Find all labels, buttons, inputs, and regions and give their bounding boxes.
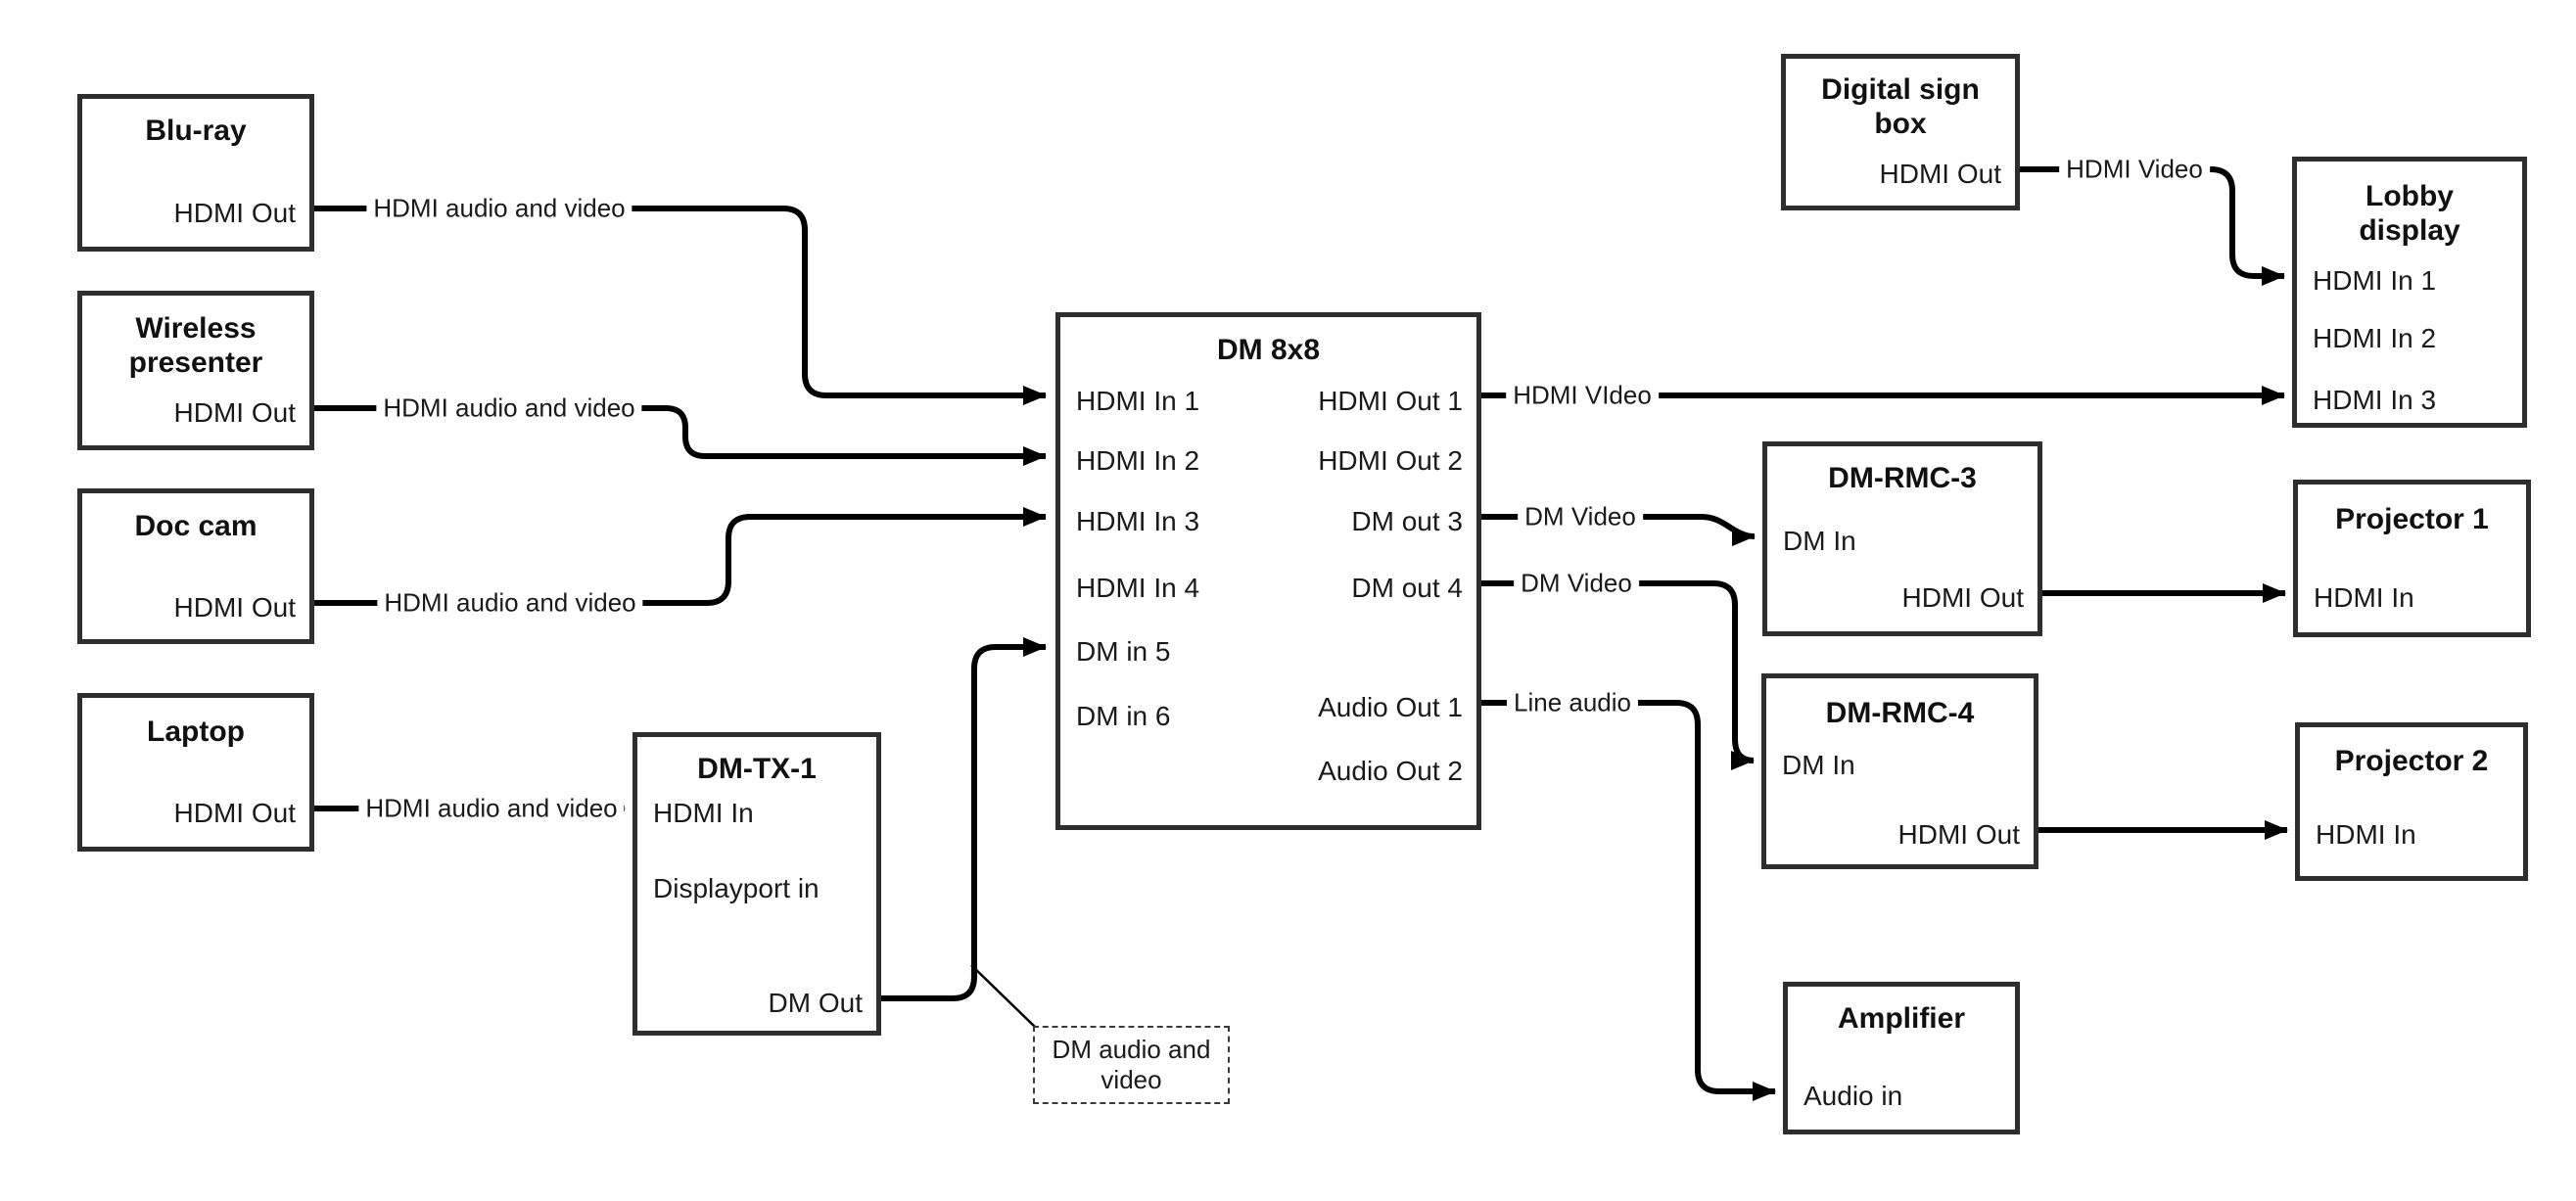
port-dm-in: DM In	[1782, 750, 1855, 780]
node-dm-8x8: DM 8x8 HDMI In 1 HDMI In 2 HDMI In 3 HDM…	[1055, 312, 1481, 830]
wire-label-dm-video-out3: DM Video	[1518, 500, 1643, 533]
node-bluray: Blu-ray HDMI Out	[77, 94, 314, 252]
port-hdmi-out: HDMI Out	[173, 798, 296, 828]
node-title: Wireless presenter	[128, 312, 263, 379]
wire-label-hdmi-audio-video: HDMI audio and video	[366, 192, 632, 225]
port-audio-out-1: Audio Out 1	[1318, 692, 1463, 722]
node-title: Digital sign box	[1821, 73, 1980, 140]
wire-digitalsign-to-lobby-in1	[2020, 166, 2285, 286]
node-projector-2: Projector 2 HDMI In	[2295, 722, 2528, 881]
node-doc-cam: Doc cam HDMI Out	[77, 488, 314, 644]
callout-text: DM audio and video	[1052, 1035, 1211, 1094]
port-hdmi-out: HDMI Out	[173, 592, 296, 623]
node-dm-rmc-3: DM-RMC-3 DM In HDMI Out	[1762, 441, 2042, 636]
wire-label-line-audio: Line audio	[1507, 686, 1638, 719]
wire-dm8x8-out3-to-rmc3	[1481, 514, 1756, 546]
node-title: Amplifier	[1837, 1002, 1966, 1035]
node-amplifier: Amplifier Audio in	[1783, 982, 2020, 1134]
port-dm-in-6: DM in 6	[1076, 701, 1171, 731]
wire-label-hdmi-video-out1: HDMI VIdeo	[1506, 379, 1659, 412]
wire-label-hdmi-audio-video: HDMI audio and video	[377, 586, 643, 620]
port-hdmi-in-1: HDMI In 1	[2313, 265, 2437, 296]
callout-leader-line	[970, 964, 1037, 1029]
port-hdmi-in-1: HDMI In 1	[1076, 386, 1200, 416]
node-projector-1: Projector 1 HDMI In	[2293, 480, 2531, 637]
wire-dm8x8-aout1-to-amplifier	[1481, 700, 1776, 1101]
port-displayport-in: Displayport in	[653, 873, 820, 903]
port-hdmi-out: HDMI Out	[1879, 159, 2001, 189]
port-hdmi-in-2: HDMI In 2	[2313, 323, 2437, 353]
port-hdmi-out: HDMI Out	[173, 198, 296, 228]
port-audio-out-2: Audio Out 2	[1318, 756, 1463, 786]
node-laptop: Laptop HDMI Out	[77, 693, 314, 852]
port-hdmi-in-4: HDMI In 4	[1076, 573, 1200, 603]
node-title: DM-RMC-3	[1828, 462, 1977, 494]
wire-dm8x8-out4-to-rmc4	[1481, 580, 1755, 770]
port-dm-in: DM In	[1783, 526, 1856, 556]
port-hdmi-in: HDMI In	[2314, 582, 2414, 613]
callout-dm-audio-video: DM audio and video	[1033, 1026, 1230, 1104]
port-hdmi-in-3: HDMI In 3	[1076, 506, 1200, 536]
wire-doccam-to-dm8x8-in3	[314, 507, 1047, 606]
port-hdmi-in-3: HDMI In 3	[2313, 385, 2437, 415]
wire-dmtx1-to-dm8x8-in5	[881, 637, 1047, 1001]
node-title: Laptop	[147, 716, 245, 748]
wire-label-dm-video-out4: DM Video	[1514, 567, 1639, 600]
node-title: DM-TX-1	[697, 753, 817, 785]
node-title: Lobby display	[2359, 180, 2460, 247]
node-dm-rmc-4: DM-RMC-4 DM In HDMI Out	[1761, 673, 2038, 869]
port-dm-in-5: DM in 5	[1076, 636, 1171, 667]
port-hdmi-in: HDMI In	[653, 798, 754, 828]
node-lobby-display: Lobby display HDMI In 1 HDMI In 2 HDMI I…	[2292, 157, 2527, 428]
port-dm-out-3: DM out 3	[1351, 506, 1463, 536]
node-title: Projector 2	[2334, 745, 2489, 777]
wire-label-hdmi-audio-video: HDMI audio and video	[358, 792, 625, 825]
node-title: DM-RMC-4	[1825, 697, 1975, 729]
port-hdmi-out: HDMI Out	[1897, 819, 2020, 850]
port-hdmi-in-2: HDMI In 2	[1076, 445, 1200, 476]
port-hdmi-out-2: HDMI Out 2	[1318, 445, 1463, 476]
wire-bluray-to-dm8x8-in1	[314, 206, 1047, 405]
wire-label-hdmi-audio-video: HDMI audio and video	[376, 392, 642, 425]
port-hdmi-out-1: HDMI Out 1	[1318, 386, 1463, 416]
node-title: Blu-ray	[145, 115, 247, 147]
node-title: DM 8x8	[1216, 334, 1321, 366]
wire-label-hdmi-video-sign: HDMI Video	[2059, 153, 2210, 186]
port-dm-out: DM Out	[768, 988, 863, 1018]
port-dm-out-4: DM out 4	[1351, 573, 1463, 603]
port-hdmi-in: HDMI In	[2316, 819, 2416, 850]
port-audio-in: Audio in	[1803, 1081, 1903, 1111]
node-digital-sign-box: Digital sign box HDMI Out	[1781, 54, 2020, 210]
node-title: Projector 1	[2335, 503, 2489, 535]
wire-wireless-to-dm8x8-in2	[314, 405, 1047, 466]
port-hdmi-out: HDMI Out	[1901, 582, 2024, 613]
port-hdmi-out: HDMI Out	[173, 397, 296, 428]
node-dm-tx-1: DM-TX-1 HDMI In Displayport in DM Out	[632, 732, 881, 1036]
node-title: Doc cam	[134, 510, 258, 542]
node-wireless-presenter: Wireless presenter HDMI Out	[77, 291, 314, 450]
